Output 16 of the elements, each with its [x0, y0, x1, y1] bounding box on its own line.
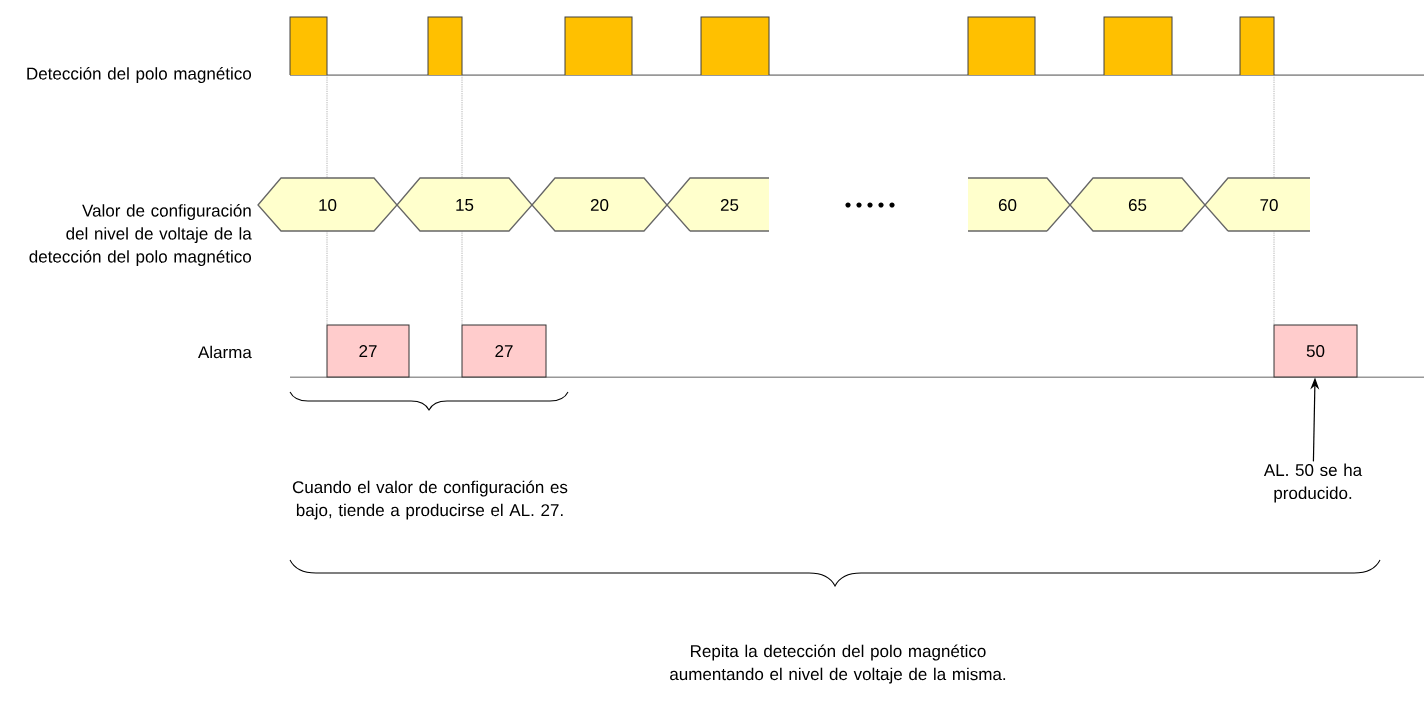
note-text: Cuando el valor de configuración es bajo, tiende a producirse el AL. 27. — [292, 480, 568, 520]
value-hexagon: 15 — [396, 177, 533, 232]
value-hexagon: 25 — [666, 177, 770, 232]
value-hexagon: 20 — [531, 177, 668, 232]
value-hexagon: 60 — [967, 177, 1071, 232]
row-label: Valor de configuración del nivel de voltaje de la detección del polo magnético — [29, 204, 252, 267]
callout-text: AL. 50 se ha producido. — [1263, 463, 1363, 503]
alarm-box: 50 — [1273, 324, 1358, 378]
alarm-box: 27 — [461, 324, 547, 378]
value-hexagon: 70 — [1204, 177, 1311, 232]
row-label: Detección del polo magnético — [27, 67, 252, 84]
alarm-box: 27 — [326, 324, 410, 378]
row-label: Alarma — [198, 345, 252, 359]
value-hexagon: 65 — [1069, 177, 1206, 232]
value-hexagon: 10 — [257, 177, 398, 232]
note-text: Repita la detección del polo magnético aumentando el nivel de voltaje de la misma. — [670, 644, 1006, 684]
